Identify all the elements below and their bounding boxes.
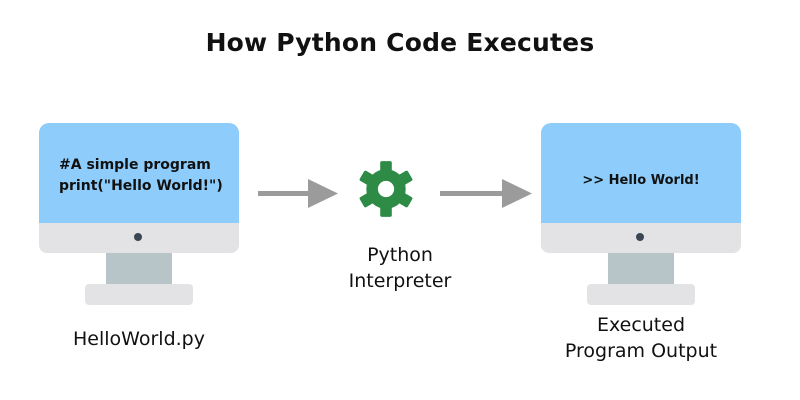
arrow-right-icon: [440, 179, 532, 208]
monitor-stand-base: [587, 284, 695, 305]
monitor-screen: #A simple program print("Hello World!"): [39, 123, 239, 223]
monitor-stand-neck: [106, 253, 172, 284]
output-caption-line-2: Program Output: [564, 340, 718, 362]
gear-icon: [359, 161, 413, 217]
program-output-text: >> Hello World!: [582, 173, 700, 188]
output-caption-line-1: Executed: [596, 314, 686, 336]
output-caption: Executed Program Output: [541, 312, 741, 364]
interpreter-caption: Python Interpreter: [300, 242, 500, 294]
monitor-stand-base: [85, 284, 193, 305]
output-monitor: >> Hello World!: [541, 123, 741, 305]
diagram-title: How Python Code Executes: [205, 28, 595, 57]
source-file-caption: HelloWorld.py: [73, 328, 205, 350]
source-code-monitor: #A simple program print("Hello World!"): [39, 123, 239, 305]
code-block: #A simple program print("Hello World!"): [59, 155, 234, 197]
code-line-print: print("Hello World!"): [59, 178, 223, 194]
monitor-stand-neck: [608, 253, 674, 284]
interpreter-caption-line-2: Interpreter: [348, 270, 452, 292]
arrow-right-icon: [258, 179, 338, 208]
interpreter-caption-line-1: Python: [367, 244, 433, 266]
power-indicator: [636, 233, 644, 241]
power-indicator: [134, 233, 142, 241]
monitor-screen: >> Hello World!: [541, 123, 741, 223]
code-line-comment: #A simple program: [59, 157, 211, 173]
